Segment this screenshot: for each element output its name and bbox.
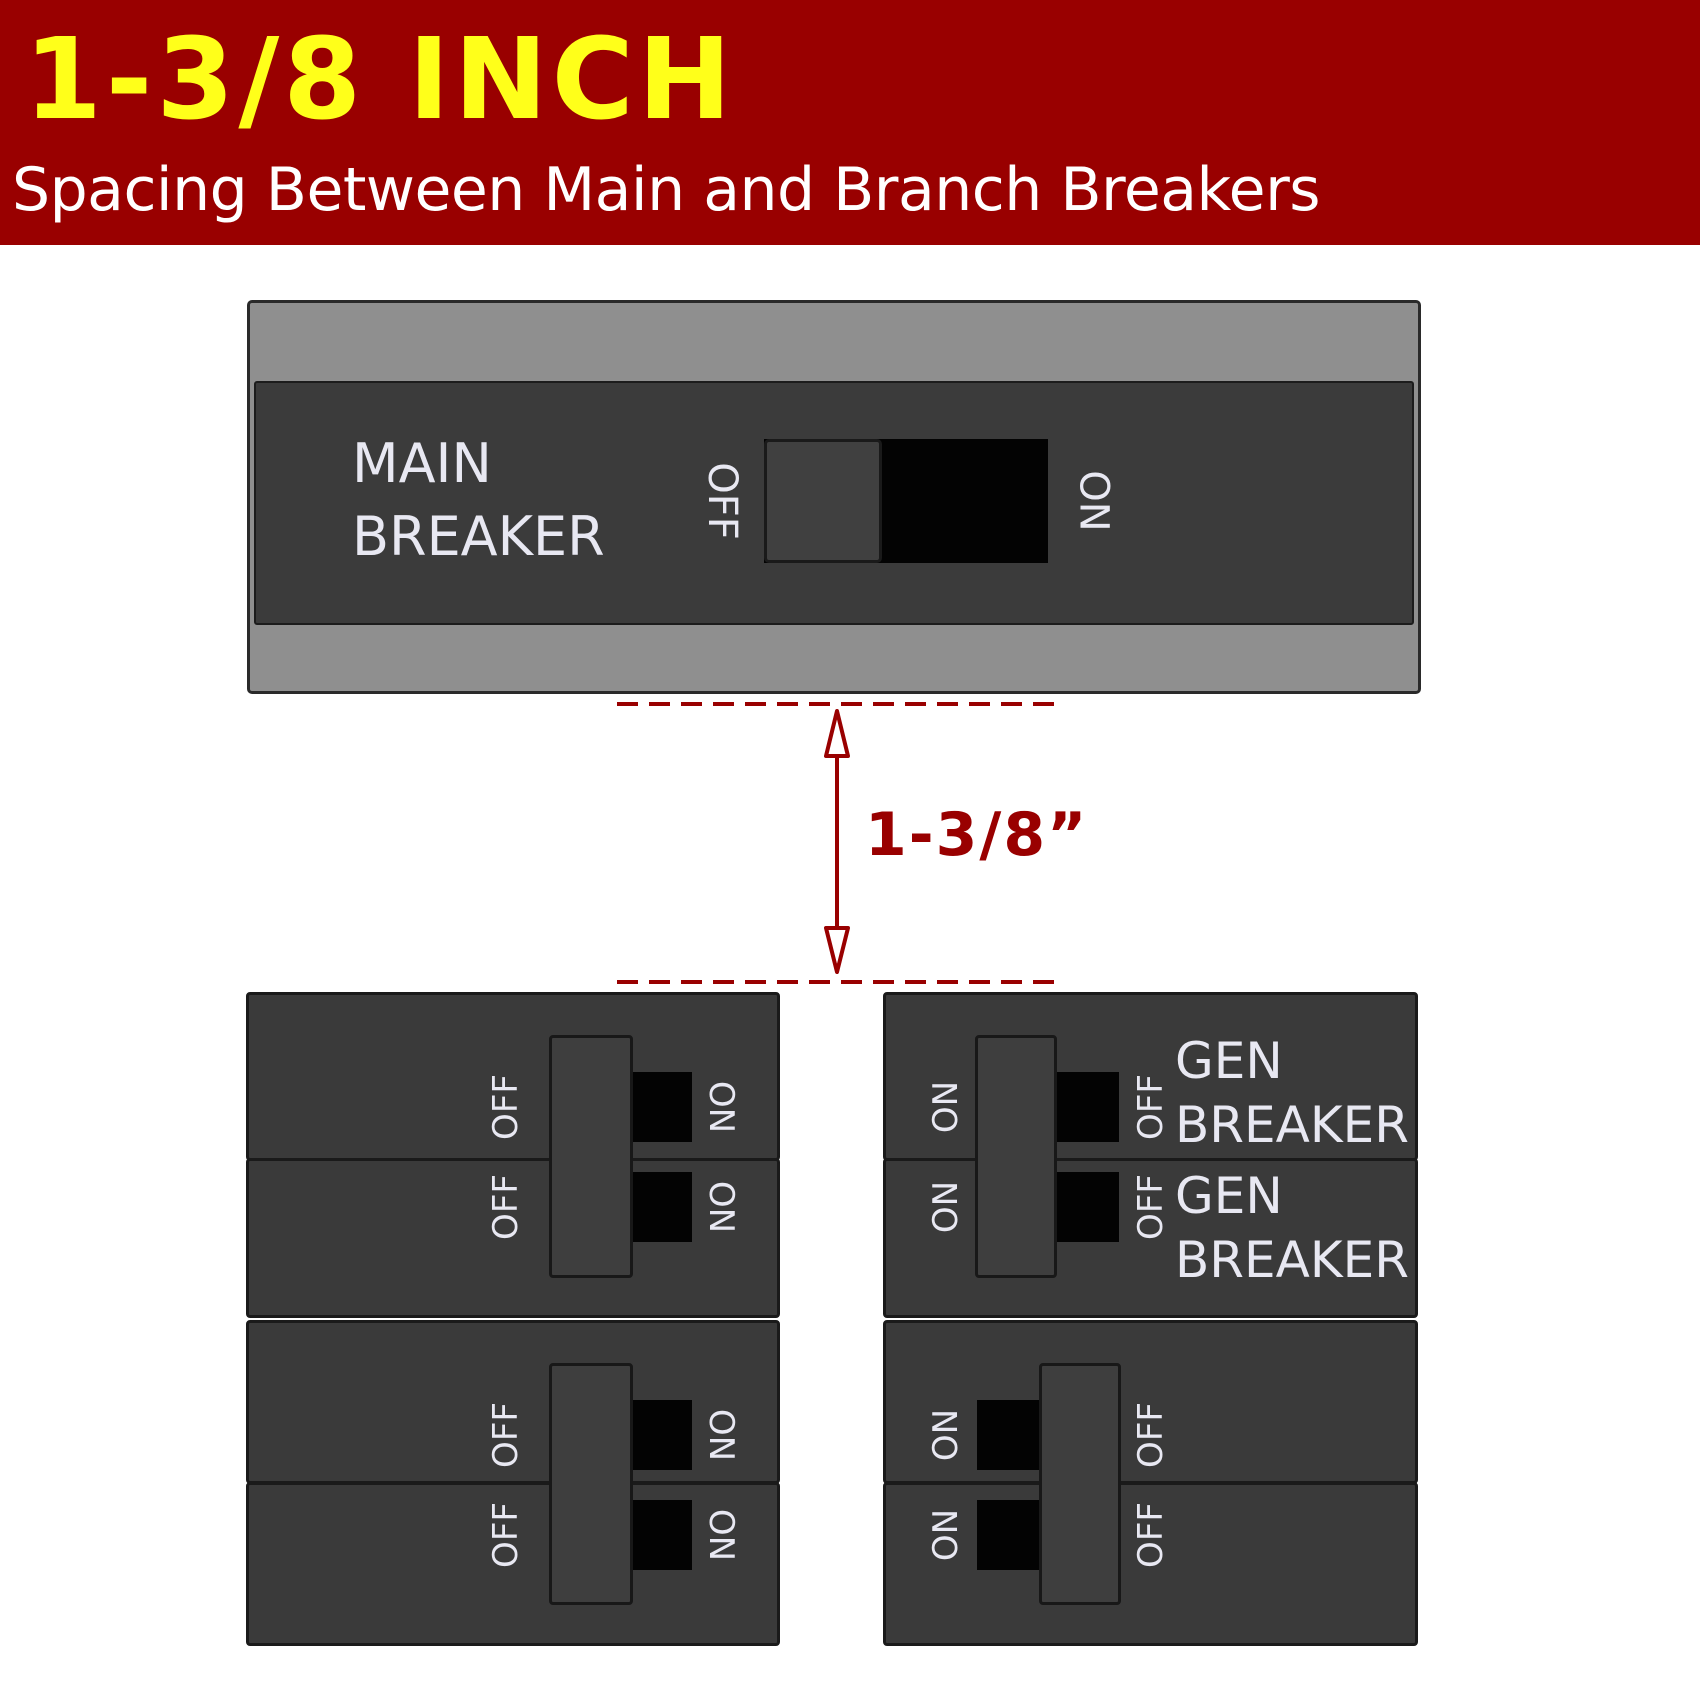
- main-breaker-label-line1: MAIN: [352, 432, 492, 495]
- left-slot-1: [630, 1072, 692, 1142]
- left-toggle-handle-2[interactable]: [549, 1363, 633, 1605]
- gen-breaker-1-label-line1: GEN: [1175, 1032, 1283, 1090]
- branch-breaker-right-3: [883, 1320, 1418, 1484]
- gen-breaker-1-label-line2: BREAKER: [1175, 1096, 1409, 1154]
- gen-breaker-2-label-line2: BREAKER: [1175, 1231, 1409, 1289]
- right-off-label-1: OFF: [1131, 1074, 1171, 1140]
- left-off-label-2: OFF: [486, 1174, 526, 1240]
- right-on-label-4: ON: [926, 1508, 967, 1562]
- left-on-label-3: ON: [701, 1408, 742, 1462]
- gen-toggle-handle[interactable]: [975, 1035, 1057, 1278]
- title-banner: 1-3/8 INCH Spacing Between Main and Bran…: [0, 0, 1700, 245]
- left-slot-3: [630, 1400, 692, 1470]
- gen-breaker-1: [883, 992, 1418, 1161]
- right-slot-2: [1055, 1172, 1119, 1242]
- dimension-label: 1-3/8”: [865, 800, 1089, 870]
- right-toggle-handle-2[interactable]: [1039, 1363, 1121, 1605]
- branch-breaker-right-4: [883, 1482, 1418, 1646]
- left-off-label-4: OFF: [486, 1502, 526, 1568]
- main-toggle-handle[interactable]: [764, 439, 882, 563]
- left-off-label-1: OFF: [486, 1074, 526, 1140]
- left-on-label-1: ON: [701, 1080, 742, 1134]
- right-off-label-4: OFF: [1131, 1502, 1171, 1568]
- right-on-label-1: ON: [926, 1080, 967, 1134]
- dimension-arrow-up-icon: [824, 709, 850, 758]
- left-on-label-2: ON: [701, 1180, 742, 1234]
- right-slot-4: [977, 1500, 1041, 1570]
- left-slot-4: [630, 1500, 692, 1570]
- left-slot-2: [630, 1172, 692, 1242]
- left-off-label-3: OFF: [486, 1402, 526, 1468]
- gen-breaker-2: [883, 1158, 1418, 1318]
- right-slot-3: [977, 1400, 1041, 1470]
- dimension-arrow-down-icon: [824, 926, 850, 974]
- left-on-label-4: ON: [701, 1508, 742, 1562]
- right-off-label-3: OFF: [1131, 1402, 1171, 1468]
- right-slot-1: [1055, 1072, 1119, 1142]
- main-breaker: MAIN BREAKER OFF ON: [247, 300, 1421, 694]
- gen-breaker-2-label-line1: GEN: [1175, 1167, 1283, 1225]
- main-breaker-face: MAIN BREAKER OFF ON: [254, 381, 1414, 625]
- banner-subtitle: Spacing Between Main and Branch Breakers: [12, 155, 1321, 225]
- banner-title: 1-3/8 INCH: [24, 15, 736, 145]
- right-on-label-2: ON: [926, 1180, 967, 1234]
- left-toggle-handle-1[interactable]: [549, 1035, 633, 1278]
- main-breaker-label-line2: BREAKER: [352, 505, 605, 568]
- right-off-label-2: OFF: [1131, 1174, 1171, 1240]
- right-on-label-3: ON: [926, 1408, 967, 1462]
